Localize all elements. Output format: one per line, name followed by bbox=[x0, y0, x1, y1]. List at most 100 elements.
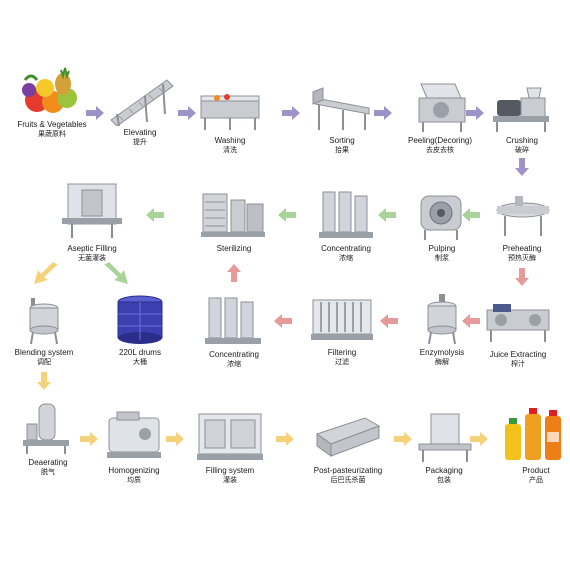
step-label: Concentrating bbox=[321, 244, 371, 253]
step-concentrating-1: Concentrating 浓缩 bbox=[298, 186, 394, 263]
elevator-conveyor-image bbox=[105, 70, 175, 126]
step-label: Filling system bbox=[205, 466, 255, 475]
preheater-image bbox=[487, 186, 557, 242]
juice-extractor-image bbox=[483, 292, 553, 348]
crushing-machine-image bbox=[487, 78, 557, 134]
step-label: Deaerating bbox=[28, 458, 68, 467]
step-fruits-vegetables: Fruits & Vegetables 果蔬原料 bbox=[4, 62, 100, 139]
step-label: Homogenizing bbox=[108, 466, 160, 475]
step-label-cn: 制浆 bbox=[435, 255, 449, 262]
step-blending-system: Blending system 调配 bbox=[0, 290, 92, 367]
step-peeling: Peeling(Decoring) 去皮去核 bbox=[392, 78, 488, 155]
step-label: Product bbox=[522, 466, 550, 475]
step-label: Sorting bbox=[329, 136, 355, 145]
concentrator-image bbox=[199, 292, 269, 348]
homogenizer-image bbox=[99, 408, 169, 464]
arrow-right-icon bbox=[466, 106, 484, 120]
step-pulping: Pulping 制浆 bbox=[394, 186, 490, 263]
step-post-pasteurizating: Post-pasteurizating 后巴氏杀菌 bbox=[300, 408, 396, 485]
step-label-cn: 浓缩 bbox=[339, 255, 353, 262]
step-label-cn: 榨汁 bbox=[511, 361, 525, 368]
arrow-left-icon bbox=[274, 314, 292, 328]
step-220l-drums: 220L drums 大桶 bbox=[92, 290, 188, 367]
arrow-right-icon bbox=[394, 432, 412, 446]
step-deaerating: Deaerating 脱气 bbox=[0, 400, 96, 477]
filling-machine-image bbox=[195, 408, 265, 464]
arrow-right-icon bbox=[178, 106, 196, 120]
step-label: Blending system bbox=[14, 348, 74, 357]
arrow-right-icon bbox=[86, 106, 104, 120]
arrow-up-icon bbox=[227, 264, 241, 282]
step-label: Enzymolysis bbox=[419, 348, 465, 357]
step-label: 220L drums bbox=[119, 348, 161, 357]
step-packaging: Packaging 包装 bbox=[396, 408, 492, 485]
blending-tank-image bbox=[9, 290, 79, 346]
step-sterilizing: Sterilizing bbox=[186, 186, 282, 254]
step-sorting: Sorting 拾果 bbox=[294, 78, 390, 155]
peeling-machine-image bbox=[405, 78, 475, 134]
step-crushing: Crushing 破碎 bbox=[474, 78, 570, 155]
arrow-right-icon bbox=[282, 106, 300, 120]
step-filtering: Filtering 过滤 bbox=[294, 290, 390, 367]
step-label-cn: 预热灭酶 bbox=[508, 255, 536, 262]
arrow-left-icon bbox=[462, 208, 480, 222]
enzymolysis-tank-image bbox=[407, 290, 477, 346]
fruits-vegetables-image bbox=[17, 62, 87, 118]
pasteurizer-tunnel-image bbox=[313, 408, 383, 464]
arrow-left-icon bbox=[378, 208, 396, 222]
step-label-cn: 灌装 bbox=[223, 477, 237, 484]
step-label-cn: 酶解 bbox=[435, 359, 449, 366]
aseptic-filler-image bbox=[52, 178, 132, 242]
step-elevating: Elevating 提升 bbox=[92, 70, 188, 147]
step-label-cn: 清洗 bbox=[223, 147, 237, 154]
arrow-left-icon bbox=[380, 314, 398, 328]
step-label: Post-pasteurizating bbox=[313, 466, 383, 475]
step-label: Juice Extracting bbox=[489, 350, 547, 359]
filter-image bbox=[307, 290, 377, 346]
arrow-down-icon bbox=[37, 372, 51, 390]
step-homogenizing: Homogenizing 均质 bbox=[86, 408, 182, 485]
concentrator-image bbox=[311, 186, 381, 242]
step-label-cn: 过滤 bbox=[335, 359, 349, 366]
arrow-down-icon bbox=[515, 158, 529, 176]
arrow-right-icon bbox=[374, 106, 392, 120]
step-label: Peeling(Decoring) bbox=[407, 136, 473, 145]
arrow-right-icon bbox=[80, 432, 98, 446]
step-juice-extracting: Juice Extracting 榨汁 bbox=[470, 292, 566, 369]
juice-bottles-image bbox=[501, 402, 570, 464]
step-aseptic-filling: Aseptic Filling 无菌灌装 bbox=[44, 178, 140, 263]
step-label: Preheating bbox=[502, 244, 542, 253]
packaging-machine-image bbox=[409, 408, 479, 464]
step-label: Elevating bbox=[123, 128, 157, 137]
step-label-cn: 大桶 bbox=[133, 359, 147, 366]
step-preheating: Preheating 预热灭酶 bbox=[474, 186, 570, 263]
step-label-cn: 拾果 bbox=[335, 147, 349, 154]
pulping-machine-image bbox=[407, 186, 477, 242]
step-enzymolysis: Enzymolysis 酶解 bbox=[394, 290, 490, 367]
arrow-right-icon bbox=[470, 432, 488, 446]
washing-machine-image bbox=[195, 78, 265, 134]
arrow-right-icon bbox=[276, 432, 294, 446]
arrow-left-icon bbox=[462, 314, 480, 328]
step-label: Packaging bbox=[425, 466, 463, 475]
step-label-cn: 提升 bbox=[133, 139, 147, 146]
step-filling-system: Filling system 灌装 bbox=[182, 408, 278, 485]
deaerator-image bbox=[13, 400, 83, 456]
step-label-cn: 均质 bbox=[127, 477, 141, 484]
step-label: Sterilizing bbox=[216, 244, 252, 253]
step-label-cn: 去皮去核 bbox=[426, 147, 454, 154]
step-label-cn: 破碎 bbox=[515, 147, 529, 154]
step-label-cn: 调配 bbox=[37, 359, 51, 366]
step-product: Product 产品 bbox=[488, 402, 570, 485]
step-label-cn: 包装 bbox=[437, 477, 451, 484]
arrow-down-right-icon bbox=[104, 262, 128, 284]
step-label: Washing bbox=[214, 136, 246, 145]
step-label: Concentrating bbox=[209, 350, 259, 359]
sterilizer-image bbox=[199, 186, 269, 242]
step-washing: Washing 清洗 bbox=[182, 78, 278, 155]
step-label: Crushing bbox=[505, 136, 538, 145]
step-label-cn: 后巴氏杀菌 bbox=[330, 477, 366, 484]
step-concentrating-2: Concentrating 浓缩 bbox=[186, 292, 282, 369]
step-label-cn: 脱气 bbox=[41, 469, 55, 476]
